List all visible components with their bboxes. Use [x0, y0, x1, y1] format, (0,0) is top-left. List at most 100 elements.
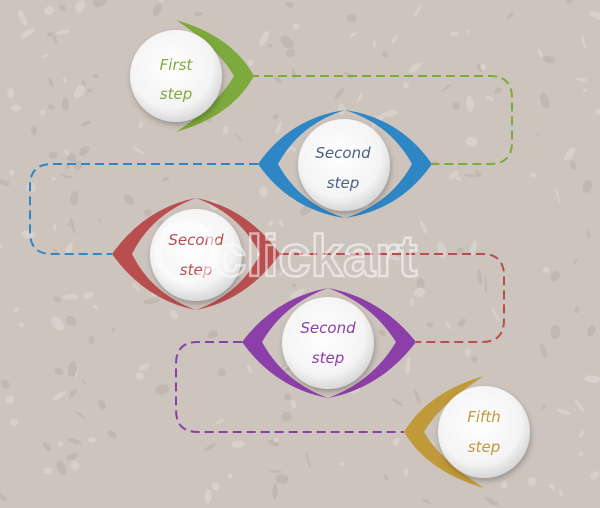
background-speckle [414, 390, 422, 405]
background-speckle [143, 298, 160, 305]
background-speckle [491, 308, 500, 323]
background-speckle [291, 67, 297, 80]
background-speckle [305, 451, 311, 468]
step-4-node: Second step [242, 288, 416, 398]
background-speckle [289, 288, 305, 299]
background-speckle [18, 10, 28, 26]
background-speckle [47, 104, 56, 110]
background-speckle [335, 86, 345, 100]
background-speckle [73, 85, 85, 99]
background-speckle [426, 322, 434, 328]
background-speckle [82, 291, 94, 299]
background-speckle [383, 473, 389, 481]
background-speckle [477, 269, 482, 285]
connector-2-3 [29, 163, 258, 255]
step-2-circle [298, 119, 390, 211]
background-speckle [61, 97, 69, 112]
step-4-label-line2: step [312, 349, 344, 367]
background-speckle [542, 55, 556, 64]
background-speckle [81, 378, 87, 385]
background-speckle [292, 23, 300, 30]
background-speckle [537, 49, 543, 58]
background-speckle [527, 476, 537, 487]
background-speckle [416, 278, 425, 291]
background-speckle [578, 451, 584, 457]
background-speckle [564, 147, 576, 161]
background-speckle [470, 240, 478, 256]
background-speckle [204, 443, 216, 452]
background-speckle [290, 399, 297, 409]
background-speckle [234, 133, 244, 142]
step-2-eye-right [345, 110, 432, 218]
connector-3-4 [280, 253, 505, 343]
background-speckle [138, 121, 144, 129]
background-speckle [60, 174, 74, 179]
background-speckle [463, 174, 480, 178]
background-speckle [75, 410, 86, 419]
background-speckle [135, 372, 145, 380]
background-speckle [581, 35, 586, 50]
background-speckle [480, 63, 487, 71]
background-speckle [50, 316, 65, 331]
background-speckle [586, 325, 596, 337]
background-speckle [30, 125, 38, 136]
background-speckle [391, 34, 398, 44]
background-speckle [529, 172, 537, 178]
background-speckle [73, 160, 83, 171]
background-speckle [43, 441, 52, 452]
background-speckle [144, 208, 152, 217]
background-speckle [0, 243, 3, 252]
watermark: clickart [154, 220, 418, 290]
background-speckle [290, 146, 297, 152]
background-speckle [466, 29, 470, 34]
background-speckle [93, 0, 108, 8]
background-speckle [356, 93, 363, 103]
background-speckle [445, 320, 452, 330]
background-speckle [269, 470, 282, 473]
background-speckle [500, 480, 508, 489]
background-speckle [56, 460, 67, 476]
step-2-label-line1: Second [315, 144, 371, 162]
background-speckle [70, 460, 80, 471]
step-3-eye-left [112, 198, 196, 310]
background-speckle [44, 6, 55, 16]
background-speckle [410, 298, 414, 307]
background-speckle [550, 325, 561, 339]
background-speckle [62, 294, 79, 300]
background-speckle [372, 39, 376, 49]
background-speckle [579, 430, 585, 438]
background-speckle [9, 169, 15, 176]
background-speckle [413, 287, 426, 297]
background-speckle [403, 82, 410, 89]
background-speckle [484, 276, 488, 293]
background-speckle [378, 329, 386, 337]
background-speckle [211, 482, 220, 491]
step-4-label-line1: Second [300, 319, 356, 337]
step-5-node: Fifth step [404, 376, 530, 488]
background-speckle [403, 468, 409, 477]
background-speckle [541, 404, 547, 410]
background-speckle [217, 368, 227, 377]
background-speckle [65, 315, 77, 327]
step-5-label-line2: step [468, 438, 500, 456]
background-speckle [594, 108, 600, 115]
background-speckle [162, 177, 170, 181]
background-speckle [458, 318, 466, 327]
background-speckle [67, 438, 82, 445]
background-speckle [437, 241, 447, 258]
background-speckle [548, 483, 556, 490]
background-speckle [280, 35, 294, 49]
step-2-node: Second step [258, 110, 432, 218]
background-speckle [52, 390, 67, 401]
background-speckle [111, 326, 116, 333]
background-speckle [590, 471, 600, 480]
background-speckle [65, 243, 73, 255]
background-speckle [275, 474, 289, 484]
background-speckle [413, 4, 422, 18]
background-speckle [574, 399, 585, 413]
step-1-circle [130, 30, 222, 122]
background-speckle [570, 160, 577, 170]
background-speckle [53, 223, 57, 232]
background-speckle [78, 146, 90, 156]
